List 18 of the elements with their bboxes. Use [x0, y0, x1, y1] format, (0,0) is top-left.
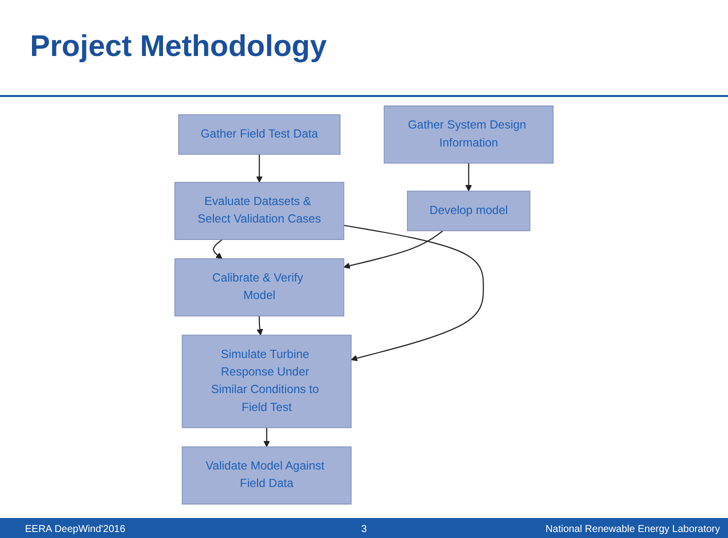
arrow	[263, 428, 270, 448]
slide-title: Project Methodology	[30, 30, 327, 64]
node-box: Validate Model Against Field Data	[182, 446, 352, 504]
node-box: Evaluate Datasets & Select Validation Cases	[174, 182, 344, 240]
arrow	[256, 154, 263, 183]
footer-text: National Renewable Energy Laboratory	[545, 524, 720, 535]
arrow	[344, 224, 484, 362]
node-box: Gather Field Test Data	[178, 114, 340, 155]
page-number: 3	[361, 524, 367, 535]
node-box: Gather System Design Information	[384, 106, 554, 164]
arrow	[344, 230, 444, 269]
arrow	[465, 163, 472, 192]
arrow	[256, 316, 264, 336]
node-box: Develop model	[407, 190, 530, 232]
arrow	[212, 239, 222, 259]
footer-text: EERA DeepWind'2016	[25, 524, 126, 535]
node-box: Simulate Turbine Response Under Similar Conditions to Field Test	[182, 334, 352, 428]
node-box: Calibrate & Verify Model	[174, 258, 344, 316]
